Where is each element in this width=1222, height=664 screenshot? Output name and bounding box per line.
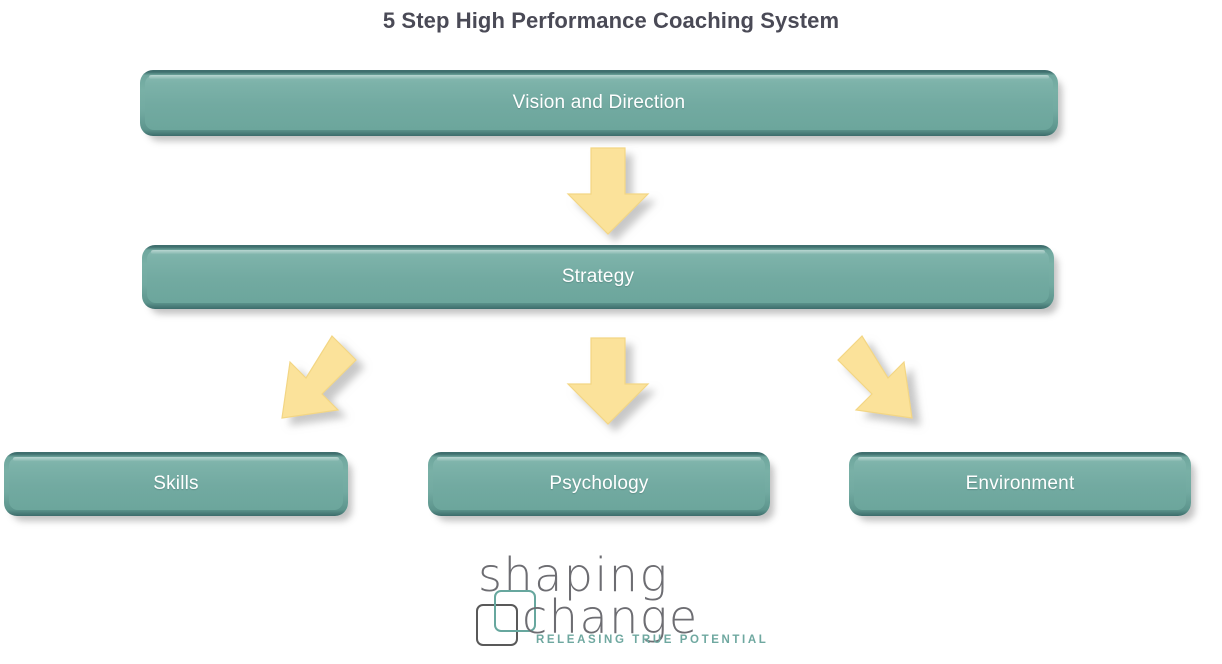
box-inner-surface <box>145 75 1053 130</box>
logo-tagline: RELEASING TRUE POTENTIAL <box>536 634 769 646</box>
process-box-strategy[interactable]: Strategy <box>142 245 1054 309</box>
process-box-label: Environment <box>965 473 1075 494</box>
arrow-down-vision-to-strategy <box>560 147 656 238</box>
box-gloss-highlight <box>151 250 1045 254</box>
logo-squares-icon <box>476 590 540 646</box>
box-gloss-highlight <box>149 75 1049 79</box>
logo-word-change: change <box>522 590 699 644</box>
arrow-shape <box>566 337 650 425</box>
process-box-label: Skills <box>153 473 199 494</box>
process-box-vision[interactable]: Vision and Direction <box>140 70 1058 136</box>
brand-logo: shaping change RELEASING TRUE POTENTIAL <box>470 548 766 656</box>
process-box-skills[interactable]: Skills <box>4 452 348 516</box>
process-box-psychology[interactable]: Psychology <box>428 452 770 516</box>
box-inner-surface <box>147 250 1049 303</box>
process-box-label: Strategy <box>561 266 635 287</box>
process-box-environment[interactable]: Environment <box>849 452 1191 516</box>
box-inner-surface <box>9 457 343 510</box>
arrow-shape <box>837 335 913 419</box>
page-title: 5 Step High Performance Coaching System <box>382 8 840 33</box>
process-box-label: Psychology <box>549 473 649 494</box>
logo-square-teal <box>494 590 536 632</box>
arrow-down-strategy-to-psychology <box>560 330 656 430</box>
box-gloss-highlight <box>13 457 339 461</box>
box-gloss-highlight <box>858 457 1182 461</box>
process-box-label: Vision and Direction <box>512 92 686 113</box>
box-inner-surface <box>433 457 765 510</box>
arrow-shape <box>566 147 650 235</box>
box-gloss-highlight <box>437 457 761 461</box>
logo-word-shaping: shaping <box>478 548 669 602</box>
arrow-down-right-strategy-to-environment <box>836 330 946 440</box>
arrow-down-left-strategy-to-skills <box>268 330 378 440</box>
arrow-shape <box>281 335 357 419</box>
box-inner-surface <box>854 457 1186 510</box>
